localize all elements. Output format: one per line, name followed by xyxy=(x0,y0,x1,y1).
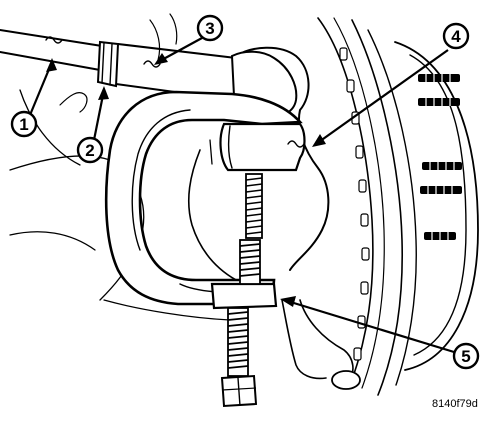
callout-5: 5 xyxy=(452,342,480,370)
puller-tool xyxy=(104,90,306,310)
callout-2-label: 2 xyxy=(85,141,94,160)
callout-3: 3 xyxy=(196,14,224,42)
callout-4: 4 xyxy=(442,22,470,50)
callout-leaders xyxy=(28,37,455,354)
callout-4-label: 4 xyxy=(451,27,461,46)
wheel-studs xyxy=(418,74,462,240)
callout-1: 1 xyxy=(10,110,38,138)
callout-5-label: 5 xyxy=(461,347,470,366)
brake-rotor xyxy=(317,17,479,396)
callout-3-label: 3 xyxy=(205,19,214,38)
callout-1-label: 1 xyxy=(19,115,28,134)
figure-code: 8140f79d xyxy=(432,398,478,410)
forcing-screw xyxy=(220,173,263,408)
callout-2: 2 xyxy=(76,136,104,164)
